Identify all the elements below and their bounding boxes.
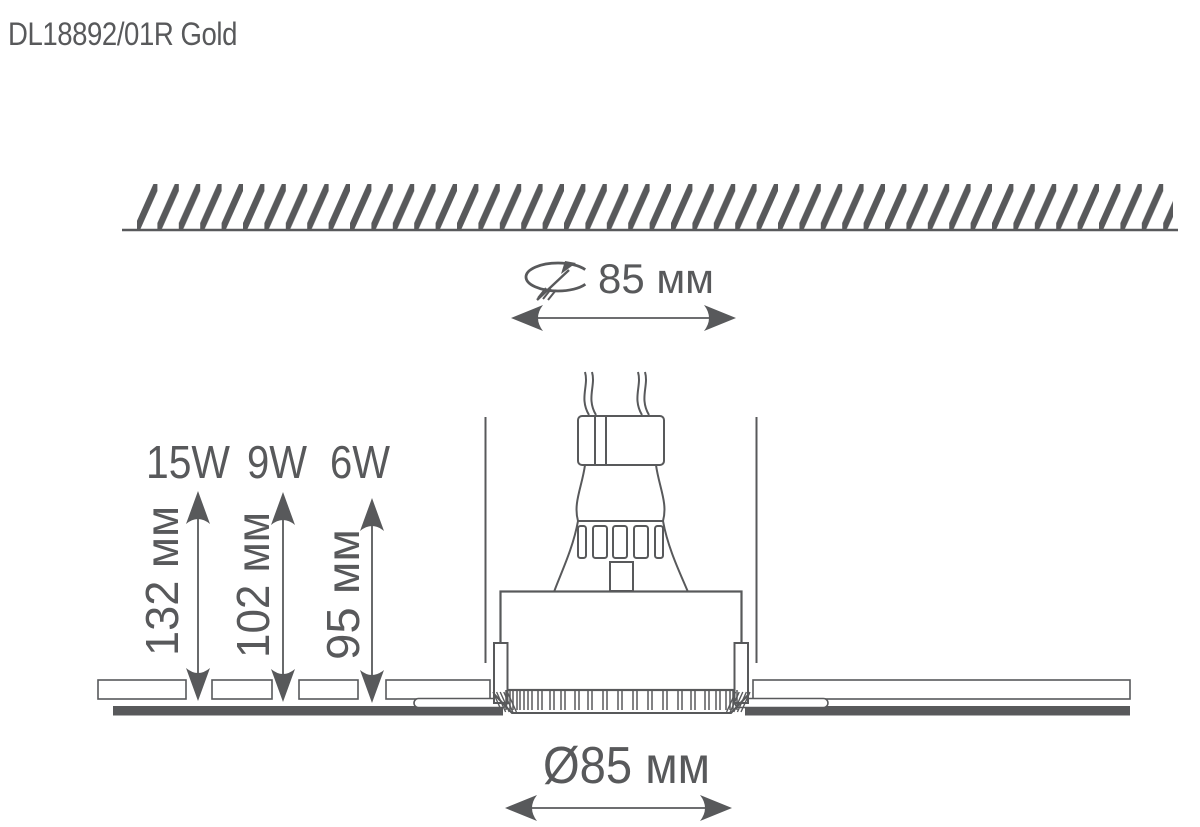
product-code-title: DL18892/01R Gold (8, 16, 237, 52)
trim-ring (492, 691, 751, 714)
diameter-dimension-arrow (505, 795, 732, 821)
height-label: 132 мм (136, 506, 188, 656)
height-dimension-9w: 9W 102 мм (227, 436, 308, 702)
ceiling-panel (298, 679, 359, 700)
hatch-area (137, 184, 1173, 229)
lamp-base-tab (609, 561, 634, 592)
ceiling-panel (752, 679, 1131, 700)
ceiling-panel (385, 679, 491, 700)
cutout-dimension: 85 мм (511, 255, 736, 331)
wattage-label: 15W (146, 436, 231, 488)
ceiling-section-left (97, 679, 503, 716)
ceiling-panel (211, 679, 273, 700)
cutout-hole-icon (524, 261, 592, 301)
heatsink-fins (505, 690, 738, 710)
driver-box (577, 415, 665, 466)
ceiling-hatch-top (122, 184, 1178, 232)
height-dimension-15w: 15W 132 мм (136, 436, 231, 701)
ceiling-surface-bar-left (113, 706, 503, 716)
diameter-dimension: Ø85 мм (505, 737, 732, 821)
ceiling-surface-bar-right (745, 706, 1130, 716)
power-wires (583, 371, 650, 416)
height-arrow (360, 498, 384, 703)
ceiling-panel (97, 679, 187, 700)
wattage-label: 9W (247, 436, 308, 488)
height-dimension-6w: 6W 95 мм (317, 436, 391, 703)
mounting-frame (499, 590, 743, 692)
vent-slots (577, 525, 664, 559)
bulb-neck (575, 464, 666, 522)
diameter-dimension-label: Ø85 мм (543, 737, 710, 795)
cutout-dimension-arrow (511, 305, 736, 331)
height-label: 95 мм (317, 529, 369, 660)
height-arrow (271, 492, 295, 702)
height-arrow (186, 491, 210, 701)
downlight-fixture (484, 371, 758, 714)
ceiling-section-right (745, 679, 1131, 716)
wattage-label: 6W (330, 436, 391, 488)
spring-clip-left (493, 642, 509, 704)
cutout-dimension-label: 85 мм (598, 255, 714, 302)
height-label: 102 мм (227, 512, 279, 658)
